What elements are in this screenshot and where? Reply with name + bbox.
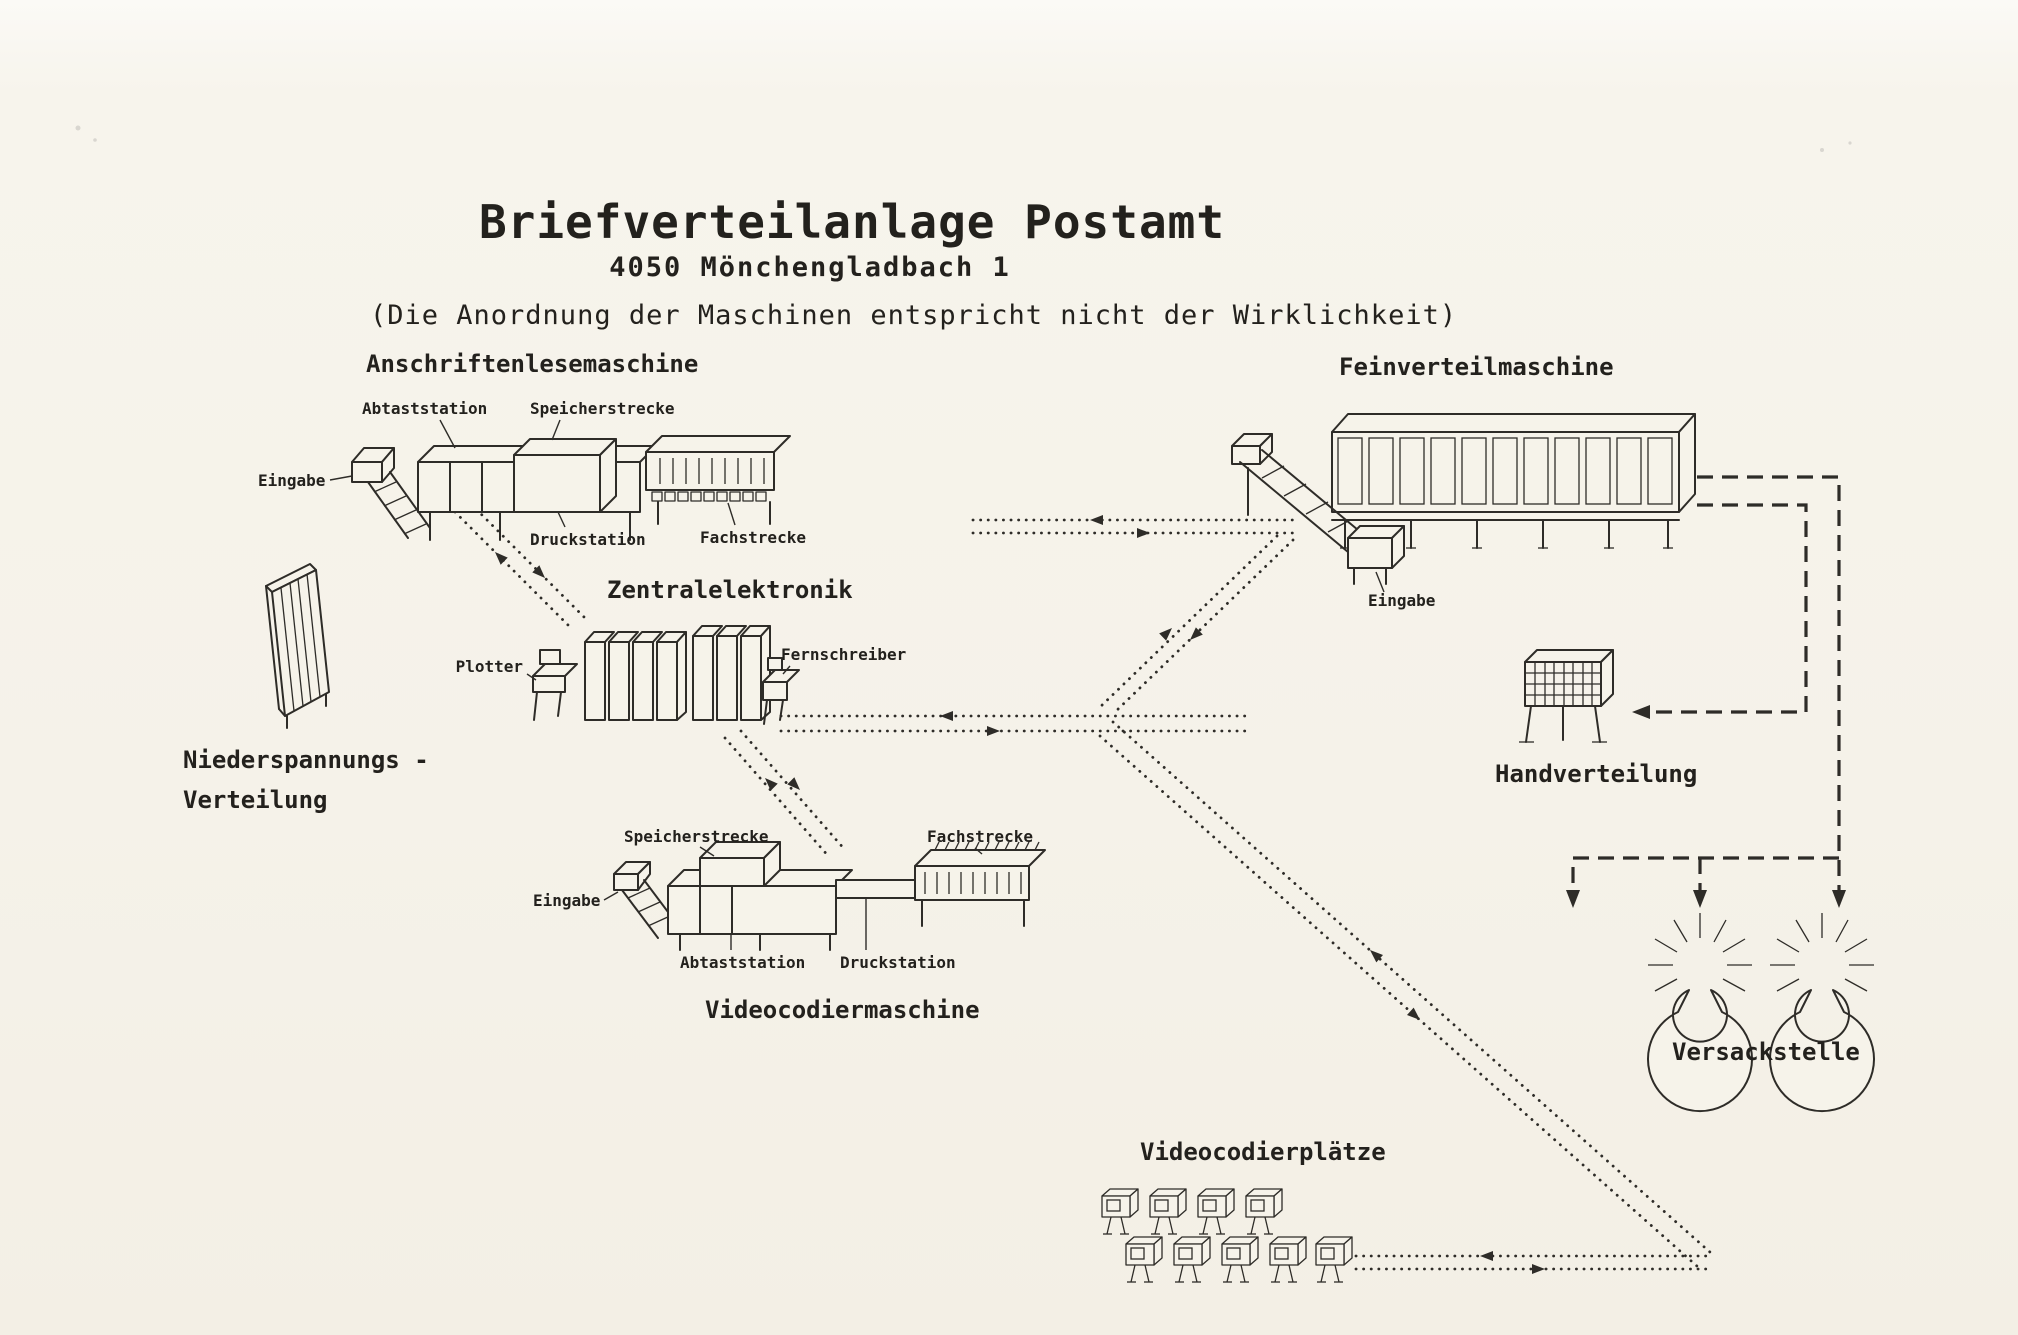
versackstelle-drawing — [1647, 913, 1875, 1113]
dotted-data-links — [453, 502, 1713, 1271]
vcp-name-label: Videocodierplätze — [1140, 1138, 1386, 1166]
alm-speicherstrecke-label: Speicherstrecke — [530, 399, 675, 418]
fvm-eingabe-label: Eingabe — [1368, 591, 1435, 610]
videocodiermaschine-drawing — [603, 841, 1046, 951]
alm-eingabe-label: Eingabe — [258, 471, 325, 490]
fvm-name-label: Feinverteilmaschine — [1339, 353, 1614, 381]
zentralelektronik-drawing — [526, 625, 800, 725]
feinverteilmaschine-drawing — [1231, 413, 1696, 593]
vcm-abtaststation-label: Abtaststation — [680, 953, 805, 972]
nsv-name-line2: Verteilung — [183, 786, 328, 814]
handverteilung-drawing — [1519, 649, 1614, 743]
ze-fernschreiber-label: Fernschreiber — [781, 645, 906, 664]
alm-name-label: Anschriftenlesemaschine — [366, 350, 698, 378]
alm-fachstrecke-label: Fachstrecke — [700, 528, 806, 547]
videocodierplaetze-drawing — [1101, 1188, 1353, 1283]
vcm-eingabe-label: Eingabe — [533, 891, 600, 910]
vcm-speicherstrecke-label: Speicherstrecke — [624, 827, 769, 846]
ze-name-label: Zentralelektronik — [607, 576, 853, 604]
vcm-druckstation-label: Druckstation — [840, 953, 956, 972]
paper-specks — [75, 125, 1852, 152]
page-subtitle: 4050 Mönchengladbach 1 — [609, 252, 1011, 283]
anschriftenlesemaschine-drawing — [329, 419, 791, 541]
page-note: (Die Anordnung der Maschinen entspricht … — [370, 300, 1457, 331]
vcm-name-label: Videocodiermaschine — [705, 996, 980, 1024]
niederspannungsverteilung-drawing — [265, 563, 330, 729]
nsv-name-line1: Niederspannungs - — [183, 746, 429, 774]
alm-abtaststation-label: Abtaststation — [362, 399, 487, 418]
vs-name-label: Versackstelle — [1672, 1038, 1860, 1066]
hv-name-label: Handverteilung — [1495, 760, 1697, 788]
ze-plotter-label: Plotter — [456, 657, 523, 676]
alm-druckstation-label: Druckstation — [530, 530, 646, 549]
vcm-fachstrecke-label: Fachstrecke — [927, 827, 1033, 846]
page-title: Briefverteilanlage Postamt — [479, 195, 1225, 249]
